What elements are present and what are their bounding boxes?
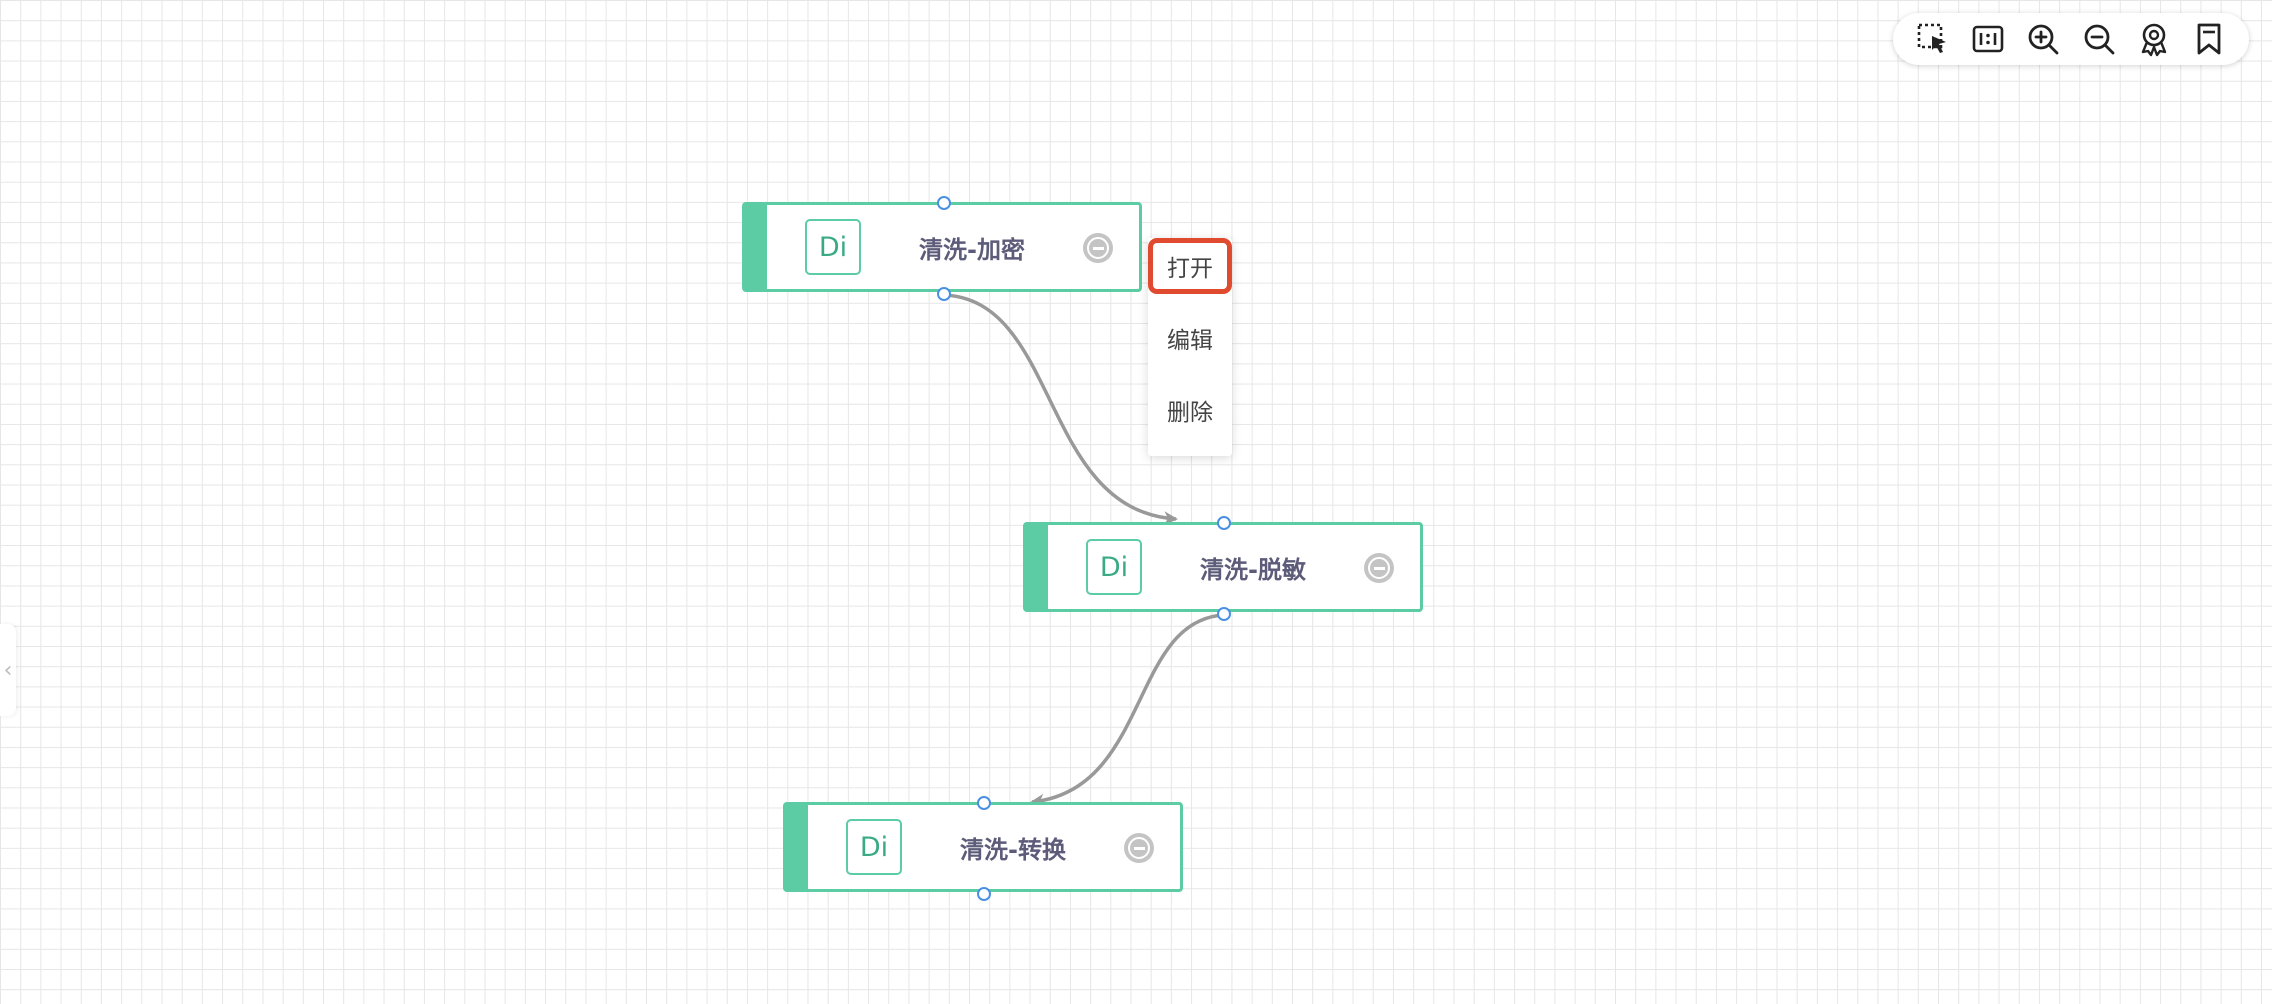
node-type-badge: Di: [805, 219, 861, 275]
flow-node-transform[interactable]: Di 清洗-转换: [783, 802, 1183, 892]
node-accent-bar: [745, 205, 767, 289]
menu-item-open[interactable]: 打开: [1148, 238, 1232, 294]
box-select-icon[interactable]: [1911, 17, 1955, 61]
remove-node-icon[interactable]: [1083, 233, 1113, 263]
zoom-in-icon[interactable]: [2021, 17, 2065, 61]
output-port[interactable]: [977, 887, 991, 901]
output-port[interactable]: [937, 287, 951, 301]
edge-encrypt-to-desensitize: [943, 293, 1178, 526]
input-port[interactable]: [937, 196, 951, 210]
node-title: 清洗-脱敏: [1200, 555, 1306, 584]
input-port[interactable]: [1217, 516, 1231, 530]
node-type-badge: Di: [846, 819, 902, 875]
menu-item-edit[interactable]: 编辑: [1167, 328, 1213, 354]
output-port[interactable]: [1217, 607, 1231, 621]
node-accent-bar: [786, 805, 808, 889]
input-port[interactable]: [977, 796, 991, 810]
menu-item-delete[interactable]: 删除: [1167, 400, 1213, 426]
node-context-menu: 打开 编辑 删除: [1148, 238, 1232, 456]
remove-node-icon[interactable]: [1124, 833, 1154, 863]
flow-node-encrypt[interactable]: Di 清洗-加密: [742, 202, 1142, 292]
node-title: 清洗-加密: [919, 235, 1025, 264]
award-icon[interactable]: [2132, 17, 2176, 61]
sidebar-toggle[interactable]: ‹: [0, 624, 16, 716]
chevron-left-icon: ‹: [3, 657, 13, 683]
node-accent-bar: [1026, 525, 1048, 609]
node-type-badge: Di: [1086, 539, 1142, 595]
edge-desensitize-to-transform: [1030, 613, 1225, 808]
canvas-toolbar: [1893, 13, 2249, 65]
actual-size-icon[interactable]: [1966, 17, 2010, 61]
flow-node-desensitize[interactable]: Di 清洗-脱敏: [1023, 522, 1423, 612]
remove-node-icon[interactable]: [1364, 553, 1394, 583]
node-title: 清洗-转换: [960, 835, 1066, 864]
zoom-out-icon[interactable]: [2077, 17, 2121, 61]
bookmark-icon[interactable]: [2187, 17, 2231, 61]
